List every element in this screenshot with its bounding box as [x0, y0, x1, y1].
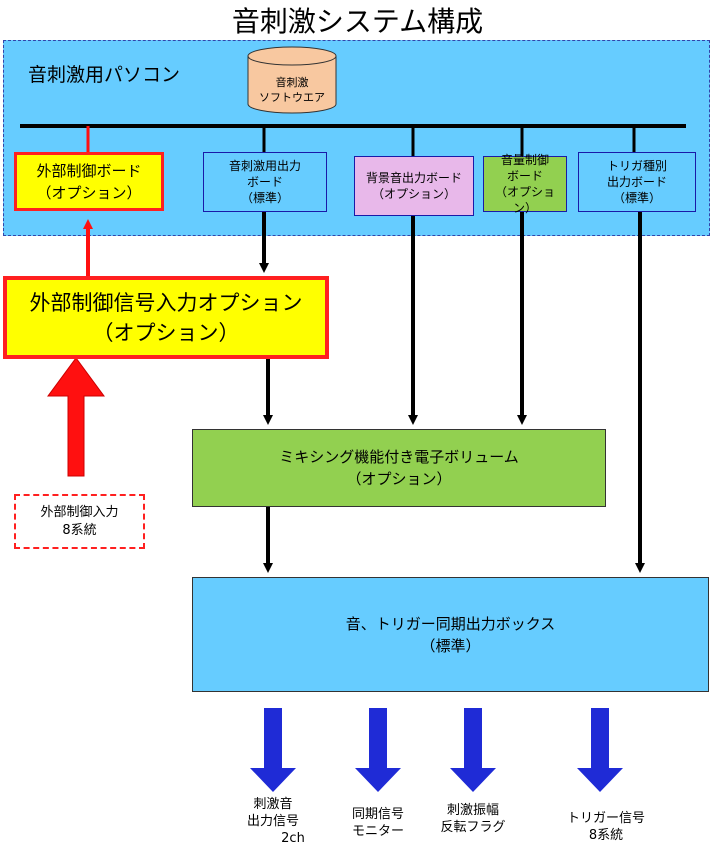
ext-control-board: 外部制御ボード （オプション） [14, 152, 164, 211]
mixer-line-1: ミキシング機能付き電子ボリューム [279, 448, 519, 466]
out1-line-1: 刺激音 [253, 797, 293, 812]
ext-input-line-2: 8系統 [62, 522, 97, 538]
ext-board-line-1: 外部制御ボード [36, 161, 142, 180]
trigger-board-line-1: トリガ種別 [606, 159, 667, 173]
out2-line-2: モニター [351, 824, 404, 839]
output-label-stim-sound: 刺激音 出力信号 2ch [228, 796, 318, 847]
trigger-board-line-2: 出力ボード [606, 175, 667, 189]
out1-line-3: 2ch [281, 831, 305, 846]
software-label-1: 音刺激 [276, 75, 309, 89]
output-label-trigger: トリガー信号 8系統 [556, 810, 656, 844]
mixing-volume-box: ミキシング機能付き電子ボリューム （オプション） [192, 429, 606, 507]
out3-line-2: 反転フラグ [440, 820, 506, 835]
sound-board-line-3: （標準） [240, 191, 289, 205]
external-input-box: 外部制御入力 8系統 [14, 494, 145, 549]
sound-board-line-2: ボード [246, 175, 283, 189]
out4-line-2: 8系統 [588, 828, 624, 843]
ext-input-line-1: 外部制御入力 [40, 504, 119, 520]
ext-signal-input-option: 外部制御信号入力オプション （オプション） [3, 276, 329, 359]
software-cylinder: 音刺激 ソフトウエア [247, 46, 337, 114]
out3-line-1: 刺激振幅 [446, 803, 499, 818]
ext-option-line-1: 外部制御信号入力オプション [29, 290, 303, 315]
output-arrow-2 [355, 708, 401, 792]
trigger-board-line-3: （標準） [612, 191, 661, 205]
trigger-output-board: トリガ種別 出力ボード （標準） [578, 152, 696, 212]
volume-board-line-1: 音量制御 [500, 153, 549, 167]
out2-line-1: 同期信号 [351, 807, 404, 822]
volume-control-board: 音量制御 ボード （オプション） [483, 153, 567, 215]
software-label-2: ソフトウエア [259, 91, 325, 104]
out1-line-2: 出力信号 [246, 814, 299, 829]
diagram-title: 音刺激システム構成 [231, 5, 484, 38]
output-label-sync-monitor: 同期信号 モニター [333, 806, 423, 840]
ext-option-line-2: （オプション） [92, 320, 240, 345]
out4-line-1: トリガー信号 [566, 811, 645, 826]
output-label-amplitude-flag: 刺激振幅 反転フラグ [428, 802, 518, 836]
external-input-arrow [47, 357, 105, 477]
volume-board-line-2: ボード [506, 169, 543, 183]
output-arrow-1 [250, 708, 296, 792]
outbox-line-2: （標準） [420, 636, 481, 655]
sound-output-board: 音刺激用出力 ボード （標準） [203, 152, 327, 212]
sound-board-line-1: 音刺激用出力 [228, 159, 301, 173]
output-arrow-3 [450, 708, 496, 792]
output-arrow-4 [577, 708, 623, 792]
volume-board-line-3: （オプション） [494, 185, 555, 215]
ext-board-line-2: （オプション） [36, 183, 142, 202]
sync-output-box: 音、トリガー同期出力ボックス （標準） [192, 577, 709, 692]
bg-board-line-2: （オプション） [371, 187, 456, 201]
pc-label: 音刺激用パソコン [28, 64, 181, 86]
mixer-line-2: （オプション） [346, 470, 452, 488]
bg-board-line-1: 背景音出力ボード [365, 171, 462, 185]
background-sound-board: 背景音出力ボード （オプション） [354, 156, 474, 216]
outbox-line-1: 音、トリガー同期出力ボックス [345, 614, 556, 633]
